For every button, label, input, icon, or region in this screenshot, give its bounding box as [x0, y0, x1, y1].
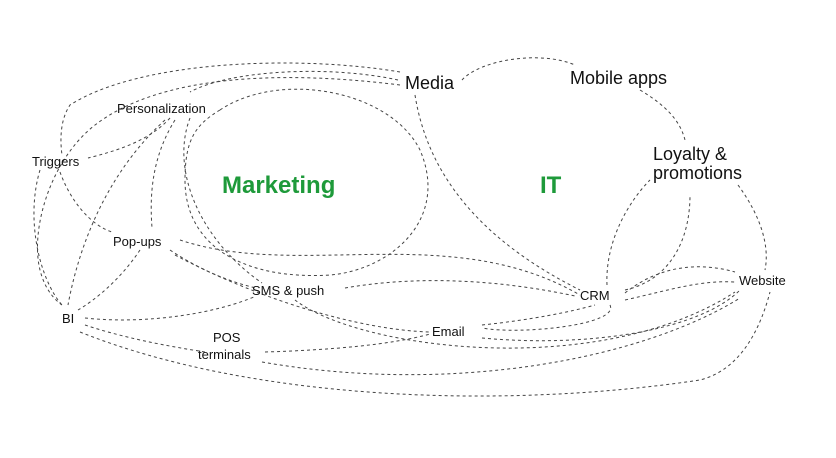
it-outline-media-crm: [414, 94, 581, 291]
edge-pos-website: [261, 297, 741, 376]
edge-popups-email: [174, 254, 431, 333]
edge-popups-sms: [169, 249, 257, 289]
edge-pos-email: [264, 333, 431, 353]
node-mobile-apps: Mobile apps: [570, 68, 667, 88]
edge-bi-sms: [84, 295, 257, 321]
edge-email-crm: [481, 304, 596, 326]
node-sms-push: SMS & push: [252, 283, 324, 298]
node-personalization: Personalization: [117, 101, 206, 116]
connections: [33, 57, 771, 397]
edge-sms-crm: [344, 280, 576, 297]
edge-crm-loyalty-1: [606, 179, 651, 286]
edge-crm-website-3: [481, 304, 611, 331]
edge-personalization-sms: [183, 117, 263, 284]
edge-personalization-popups: [150, 119, 176, 229]
node-loyalty-line2: promotions: [653, 163, 742, 183]
it-outline-mobile-loyalty: [639, 89, 686, 141]
marketing-region-outline: [184, 88, 429, 277]
node-media: Media: [405, 73, 455, 93]
node-website: Website: [739, 273, 786, 288]
node-email: Email: [432, 324, 465, 339]
node-pos-line2: terminals: [198, 347, 251, 362]
node-crm: CRM: [580, 288, 610, 303]
it-outline-loyalty-website: [737, 184, 767, 271]
edge-media-triggers: [60, 62, 401, 156]
edge-crm-website-2: [624, 266, 736, 294]
edge-bi-pos: [84, 324, 206, 353]
it-outline-media-mobile: [461, 57, 576, 81]
region-label-marketing: Marketing: [222, 172, 335, 199]
edge-crm-loyalty-2: [624, 194, 691, 291]
edge-personalization-bi: [67, 119, 166, 306]
edge-popups-bi: [77, 249, 141, 311]
edge-media-bi: [37, 77, 401, 306]
node-bi: BI: [62, 311, 74, 326]
edge-sms-website: [294, 291, 736, 349]
edge-crm-website-1: [624, 281, 736, 301]
node-popups: Pop-ups: [113, 234, 162, 249]
edge-media-personalization: [189, 70, 399, 93]
edge-triggers-bi: [33, 169, 63, 306]
node-pos-line1: POS: [213, 330, 241, 345]
edge-triggers-popups: [59, 171, 113, 233]
node-loyalty-line1: Loyalty &: [653, 144, 727, 164]
edge-email-website: [481, 289, 741, 342]
edge-personalization-triggers: [87, 117, 171, 159]
edge-popups-crm: [179, 239, 581, 296]
node-triggers: Triggers: [32, 154, 80, 169]
region-label-it: IT: [540, 172, 562, 199]
edge-bi-website: [79, 291, 771, 397]
